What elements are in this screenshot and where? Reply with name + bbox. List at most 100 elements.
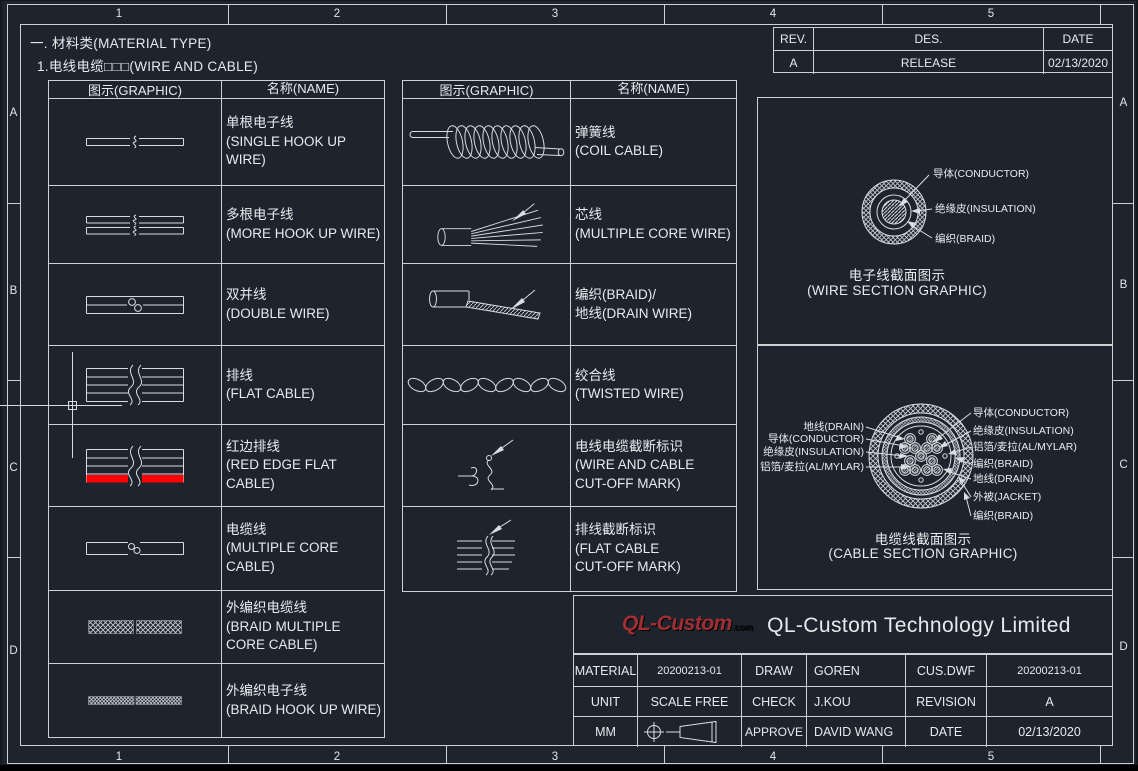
zone-tick [1113,557,1134,558]
row-name-cn: 电缆线 [226,521,267,537]
row-name-en: (BRAID MULTIPLE [226,618,341,634]
unit-label: UNIT [574,687,638,716]
zone-tick [664,4,665,24]
date-value: 02/13/2020 [1018,725,1081,739]
table-row: 电缆线 (MULTIPLE CORE CABLE) [49,507,384,591]
table-row: 多根电子线 (MORE HOOK UP WIRE) [49,186,384,264]
zone-label-bottom-3: 3 [551,751,559,763]
row-name: 红边排线 (RED EDGE FLAT CABLE) [222,425,384,506]
table-row: 红边排线 (RED EDGE FLAT CABLE) [49,425,384,507]
revision-label: REVISION [906,687,987,716]
zone-label-right-a: A [1119,97,1128,109]
name-column-header: 名称(NAME) [617,81,690,97]
row-name-cn: 排线截断标识 [575,522,656,538]
row-name-en: (TWISTED WIRE) [575,386,684,401]
multiple-core-cable-graphic [49,507,222,590]
zone-tick [7,203,20,204]
title-block-banner: QL-Custom.com QL-Custom Technology Limit… [573,595,1113,654]
zone-label-top-2: 2 [333,8,341,20]
scale-value: SCALE FREE [638,687,742,716]
table-row: 外编织电缆线 (BRAID MULTIPLE CORE CABLE) [49,591,384,664]
insulation-label: 绝缘皮(INSULATION) [973,425,1074,437]
title-block-table: MATERIAL 20200213-01 DRAW GOREN CUS.DWF … [573,654,1113,747]
row-name-cn: 外编织电子线 [226,683,307,698]
wire-cable-cut-off-mark-graphic [403,425,571,506]
wire-section-diagram [861,174,933,245]
row-name-en: (WIRE AND CABLE [575,457,695,473]
date-header: DATE [1062,32,1094,46]
cable-section-caption-en: (CABLE SECTION GRAPHIC) [828,546,1018,561]
zone-label-left-a: A [9,107,18,119]
zone-tick [228,4,229,24]
material-type-title: 一. 材料类(MATERIAL TYPE) [30,36,212,51]
braid-drain-wire-graphic [403,264,571,345]
insulation-label: 绝缘皮(INSULATION) [763,446,864,458]
row-name-en: (MORE HOOK UP WIRE) [226,225,381,241]
zone-label-left-d: D [9,645,18,657]
zone-tick [882,746,883,764]
drain-label: 地线(DRAIN) [803,421,864,433]
des-header: DES. [814,28,1044,50]
zone-tick [882,4,883,24]
cusdwf-label: CUS.DWF [906,655,987,686]
rev-header: REV. [774,28,814,50]
draw-label: DRAW [742,655,807,686]
row-name-en: (MULTIPLE CORE CABLE) [226,540,339,574]
row-name-en: (RED EDGE FLAT CABLE) [226,457,337,491]
row-name: 电缆线 (MULTIPLE CORE CABLE) [222,507,384,590]
al-mylar-label: 铝箔/麦拉(AL/MYLAR) [973,441,1077,453]
wire-section-caption-cn: 电子线截面图示 [848,268,946,283]
zone-tick [7,557,20,558]
zone-label-bottom-1: 1 [115,751,123,763]
zone-label-bottom-5: 5 [987,751,995,763]
date-label: DATE [906,717,987,747]
table-row: 电线电缆截断标识 (WIRE AND CABLE CUT-OFF MARK) [403,425,736,507]
conductor-label: 导体(CONDUCTOR) [973,407,1070,419]
wire-section-caption-en: (WIRE SECTION GRAPHIC) [807,283,987,298]
row-name-cn: 排线 [226,367,253,383]
row-name: 外编织电缆线 (BRAID MULTIPLE CORE CABLE) [222,591,384,663]
flat-cable-cut-off-mark-graphic [403,507,571,591]
row-name-cn: 弹簧线 [575,124,616,140]
zone-label-bottom-2: 2 [333,751,341,763]
double-wire-graphic [49,264,222,345]
zone-label-left-c: C [9,462,18,474]
cable-section-caption-cn: 电缆线截面图示 [874,532,972,547]
window-edge-strip [0,765,1138,771]
single-hook-up-wire-graphic [49,99,222,185]
zone-tick [1113,203,1134,204]
zone-tick [7,380,20,381]
row-name: 编织(BRAID)/ 地线(DRAIN WIRE) [571,264,736,345]
jacket-label: 外被(JACKET) [973,491,1042,503]
table-row: 排线截断标识 (FLAT CABLE CUT-OFF MARK) [403,507,736,591]
approve-label: APPROVE [742,717,807,747]
conductor-label: 导体(CONDUCTOR) [933,168,1030,180]
cad-crosshair-horizontal[interactable] [0,405,122,406]
zone-tick [446,746,447,764]
row-name-en: (FLAT CABLE [575,540,660,556]
row-name: 双并线 (DOUBLE WIRE) [222,264,384,345]
braid-label: 编织(BRAID) [973,458,1034,470]
zone-label-top-1: 1 [115,8,123,20]
cable-section-diagram [865,403,974,517]
des-value: RELEASE [814,51,1044,74]
row-name-en: 地线(DRAIN WIRE) [575,305,692,321]
graphic-column-header: 图示(GRAPHIC) [49,81,222,98]
logo-suffix: .com [731,622,753,632]
row-name: 外编织电子线 (BRAID HOOK UP WIRE) [222,664,384,737]
table-row: 编织(BRAID)/ 地线(DRAIN WIRE) [403,264,736,346]
graphic-column-header: 图示(GRAPHIC) [403,81,571,98]
conductor-label: 导体(CONDUCTOR) [767,433,864,445]
check-label: CHECK [742,687,807,716]
braid-hook-up-wire-graphic [49,664,222,737]
table-row: 排线 (FLAT CABLE) [49,346,384,425]
wire-section-panel: 导体(CONDUCTOR) 绝缘皮(INSULATION) 编织(BRAID) … [757,97,1113,345]
material-value: 20200213-01 [638,655,742,686]
date-value: 02/13/2020 [1047,55,1109,70]
check-value: J.KOU [807,687,906,716]
table-row: 芯线 (MULTIPLE CORE WIRE) [403,186,736,264]
row-name-en: (BRAID HOOK UP WIRE) [226,701,382,717]
rev-value: A [774,51,814,74]
zone-label-right-c: C [1119,459,1128,471]
cad-pickbox-cursor[interactable] [68,401,77,410]
